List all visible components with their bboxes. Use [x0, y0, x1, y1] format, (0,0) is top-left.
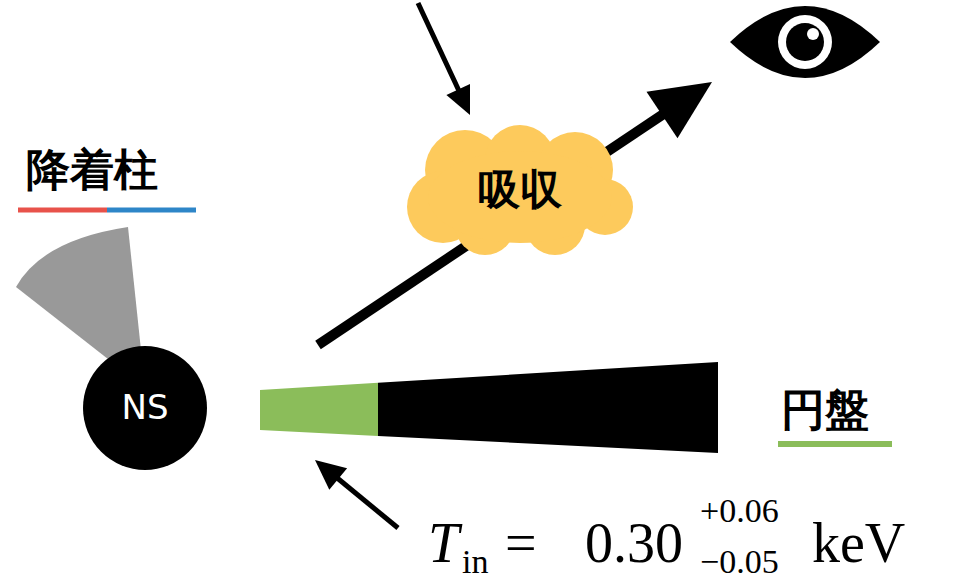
pointer-arrow	[336, 477, 398, 528]
arrowhead	[446, 84, 470, 115]
underline-blue	[107, 208, 196, 213]
formula-value: 0.30	[585, 515, 683, 571]
formula-symbol: T	[428, 515, 459, 571]
node-label: NS	[121, 389, 168, 426]
arrowhead	[647, 82, 713, 138]
formula-equals: =	[505, 515, 537, 571]
arrowhead	[315, 460, 347, 490]
formula-unit: keV	[812, 515, 905, 571]
absorber-cloud: 吸収	[405, 125, 635, 255]
disk-label: 円盤	[781, 388, 869, 432]
pointer-arrow	[418, 3, 460, 93]
eye-icon	[730, 6, 880, 78]
underline-green	[778, 441, 892, 447]
formula-upper-error: +0.06	[700, 494, 779, 528]
formula-subscript: in	[462, 545, 488, 579]
formula-lower-error: −0.05	[700, 545, 779, 579]
disk-outer	[378, 362, 718, 453]
disk-inner	[260, 383, 378, 436]
node-label: 吸収	[478, 167, 562, 213]
neutron-star: NS	[83, 346, 207, 470]
underline-red	[18, 208, 107, 213]
accretion-column-label: 降着柱	[26, 148, 158, 192]
sightline-arrow	[318, 113, 665, 345]
